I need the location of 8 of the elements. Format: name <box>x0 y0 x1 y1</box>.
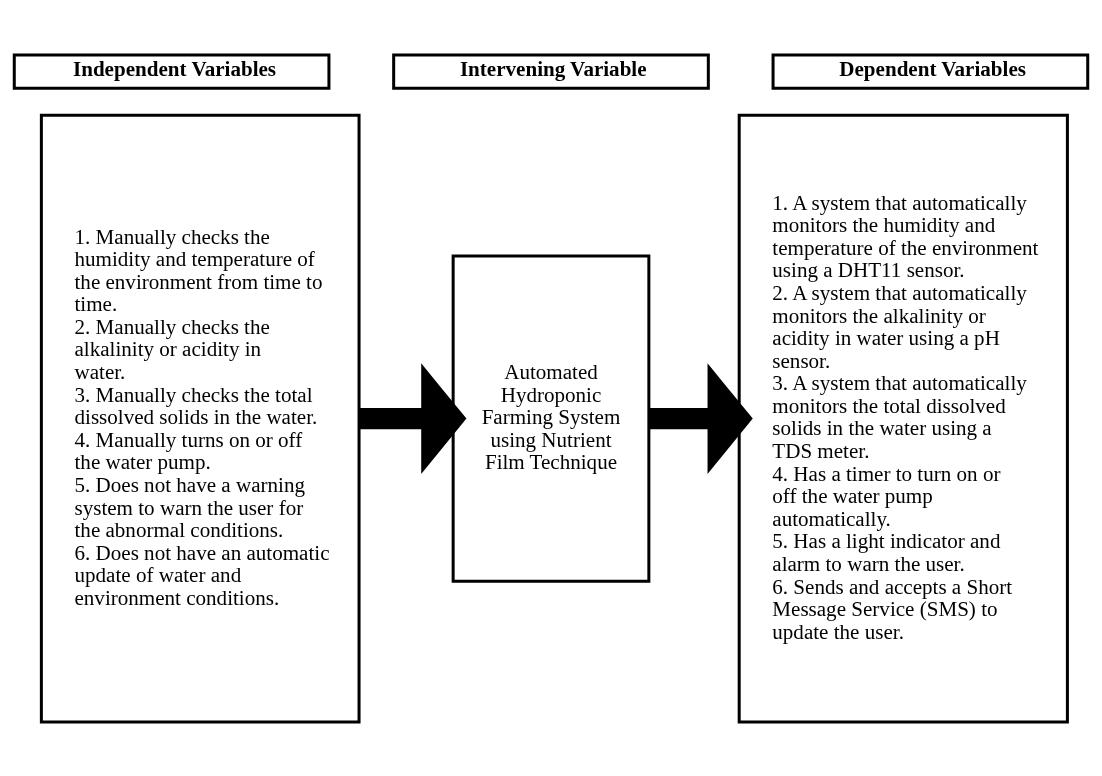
node-box: 1. A system that automatically monitors the humidity and temperature of the environment using a DHT11 sensor. 2. A system that automatically monitors the alkalinity or acidity in water using a pH sensor. 3. A system that automatically monitors the total dissolved solids in the water using a TDS meter. 4. Has a timer to turn on or off the water pump automatically. 5. Has a light indicator and alarm to warn the user. 6. Sends and accepts a Short Message Service (SMS) to update the user. <box>737 113 1069 723</box>
node-box: Dependent Variables <box>771 53 1090 90</box>
arrow <box>649 362 753 474</box>
node-box: 1. Manually checks the humidity and temperature of the environment from time to time. 2. Manually checks the alkalinity or acidity in water. 3. Manually checks the total dissolved solids in the water. 4. Manually turns on or off the water pump. 5. Does not have a warning system to warn the user for the abnormal conditions. 6. Does not have an automatic update of water and environment conditions. <box>39 113 361 723</box>
node-box: Automated Hydroponic Farming System using Nutrient Film Technique <box>451 254 651 583</box>
arrow <box>359 362 467 474</box>
node-box: Intervening Variable <box>392 53 710 90</box>
node-box: Independent Variables <box>12 53 331 90</box>
